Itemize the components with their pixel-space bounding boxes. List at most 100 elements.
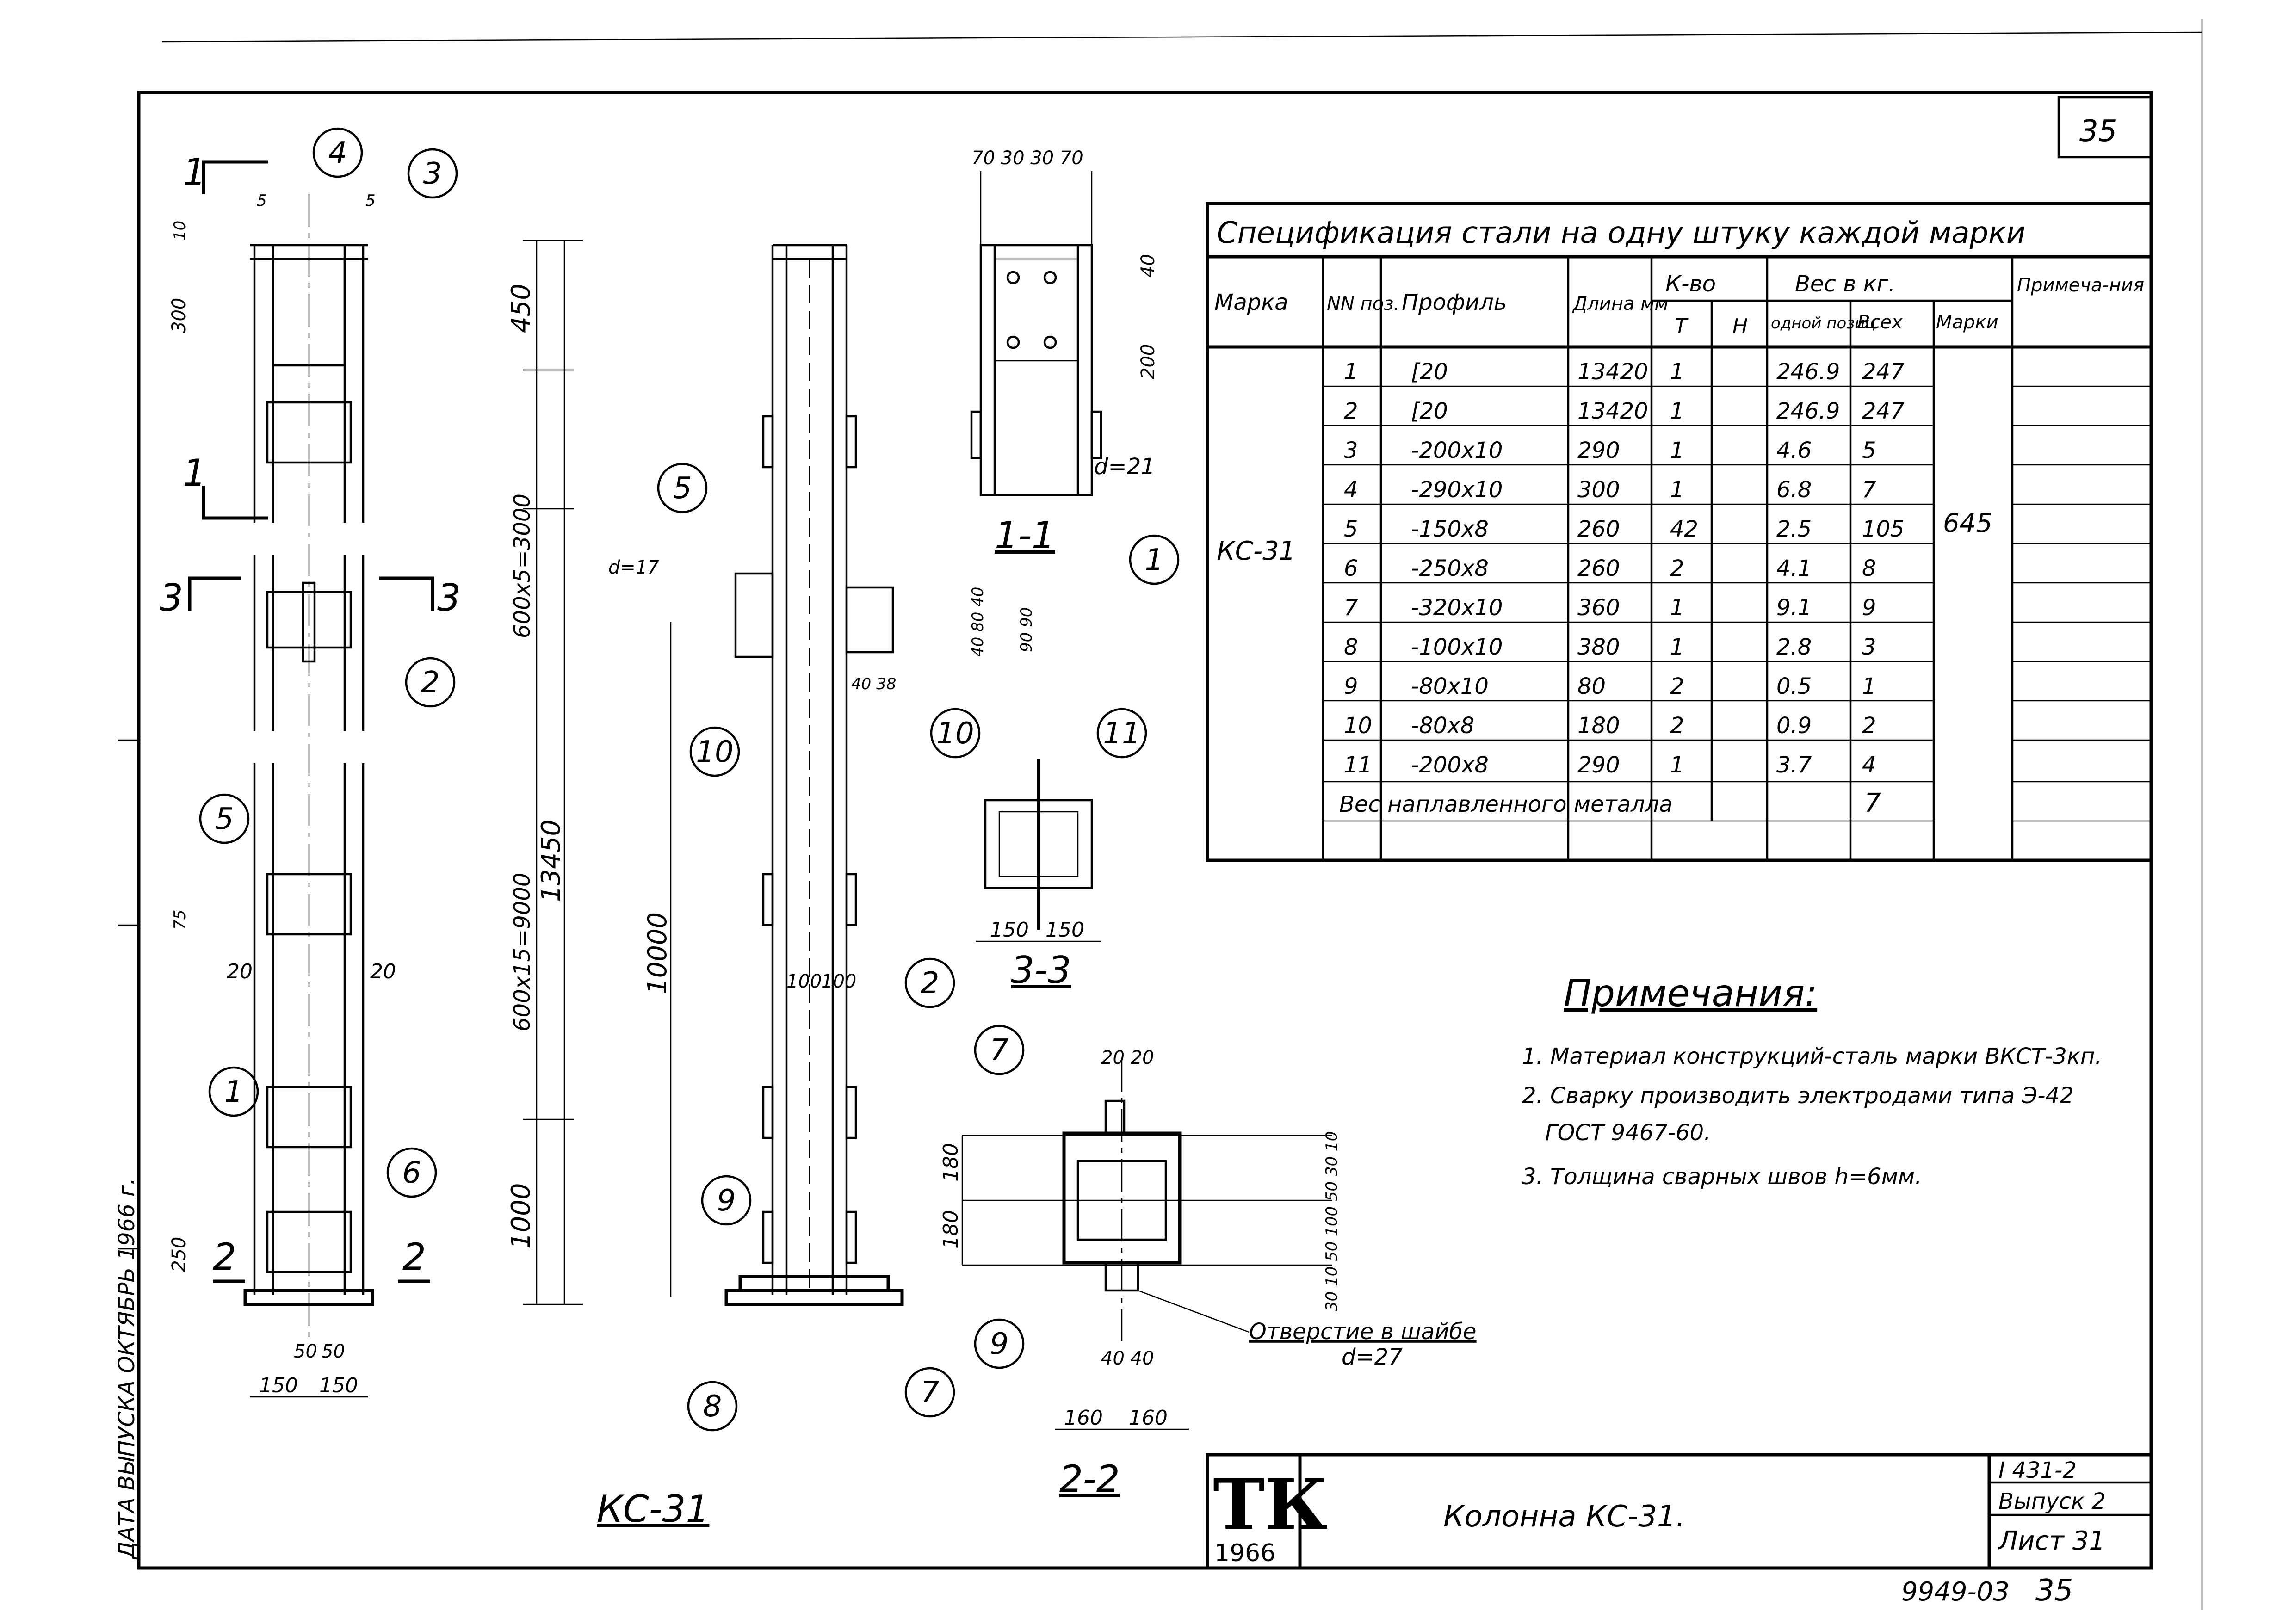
spec-cell-all: 247 xyxy=(1862,398,1905,424)
spec-cell-all: 8 xyxy=(1862,556,1876,581)
note-2b: ГОСТ 9467-60. xyxy=(1545,1120,1711,1146)
spec-cell-qty: 2 xyxy=(1670,556,1684,581)
dim-450: 450 xyxy=(506,284,536,333)
dim-40-80-40: 40 80 40 xyxy=(969,587,987,657)
callout-label-5: 5 xyxy=(673,471,692,506)
spec-header-profile: Профиль xyxy=(1402,290,1507,315)
dim-90-90: 90 90 xyxy=(1017,607,1036,652)
spec-cell-pos: 5 xyxy=(1344,516,1358,542)
dim-160-a: 160 xyxy=(1064,1406,1103,1430)
spec-cell-pos: 8 xyxy=(1344,634,1358,660)
section-3-3-label: 3-3 xyxy=(1011,949,1071,992)
elevation-label: КС-31 xyxy=(597,1488,709,1531)
spec-cell-all: 247 xyxy=(1862,359,1905,385)
dim-top-chain: 70 30 30 70 xyxy=(971,148,1083,169)
title-year: 1966 xyxy=(1214,1539,1275,1567)
spec-cell-pos: 10 xyxy=(1344,713,1372,739)
section-1-1: 70 30 30 70 200 40 d=21 1-1 xyxy=(970,148,1159,557)
cut-mark-3-left: 3 xyxy=(160,576,183,619)
spec-cell-all: 2 xyxy=(1862,713,1876,739)
dim-75: 75 xyxy=(171,910,189,930)
dim-180-a: 180 xyxy=(939,1143,963,1182)
callout-circle-8 xyxy=(687,1381,738,1432)
note-2: 2. Сварку производить электродами типа Э… xyxy=(1522,1083,2074,1109)
spec-cell-one: 2.5 xyxy=(1776,516,1812,542)
spec-cell-profile: -100x10 xyxy=(1411,634,1503,660)
sheet-number-box: 35 xyxy=(2057,96,2153,159)
dim-150-a: 150 xyxy=(259,1374,298,1397)
callout-circle-4 xyxy=(312,127,363,178)
spec-cell-one: 6.8 xyxy=(1776,477,1812,503)
spec-cell-pos: 3 xyxy=(1344,438,1358,463)
spec-cell-length: 260 xyxy=(1577,516,1620,542)
callout-circle-1 xyxy=(1129,534,1180,585)
spec-cell-qty: 1 xyxy=(1670,359,1684,385)
dim-200: 200 xyxy=(1138,344,1159,379)
spec-cell-qty: 1 xyxy=(1670,398,1684,424)
spec-cell-qty: 42 xyxy=(1670,516,1698,542)
spec-cell-one: 2.8 xyxy=(1776,634,1812,660)
dim-150-d: 150 xyxy=(1045,918,1084,942)
callout-circle-10 xyxy=(689,726,740,777)
dim-250: 250 xyxy=(168,1237,190,1272)
column-elevation-middle: 10000 100 100 d=17 40 38 40 80 40 90 90 xyxy=(608,244,1036,1306)
dim-20-b: 20 xyxy=(370,960,396,983)
spec-header-mark: Марка xyxy=(1214,290,1288,315)
spec-cell-all: 5 xyxy=(1862,438,1876,463)
cut-mark-2-right: 2 xyxy=(402,1235,426,1278)
spec-header-weight: Вес в кг. xyxy=(1795,271,1895,297)
spec-cell-profile: [20 xyxy=(1411,359,1448,385)
spec-cell-profile: -80x10 xyxy=(1411,673,1489,699)
callout-circle-3 xyxy=(407,148,458,199)
dim-100-a: 100 xyxy=(786,971,822,992)
spec-cell-pos: 1 xyxy=(1344,359,1358,385)
spec-header-weight-one: одной позиц. xyxy=(1771,314,1881,333)
callout-circle-9 xyxy=(974,1318,1025,1369)
dim-1000: 1000 xyxy=(506,1183,536,1249)
dim-150-c: 150 xyxy=(990,918,1029,942)
title-logo: ТК xyxy=(1213,1464,1328,1545)
dim-20-a: 20 xyxy=(227,960,253,983)
spec-header-weight-mark: Марки xyxy=(1936,312,1998,333)
callout-circle-2 xyxy=(904,957,955,1008)
spec-cell-length: 360 xyxy=(1577,595,1620,621)
spec-header-length: Длина мм xyxy=(1572,293,1669,315)
callout-label-7: 7 xyxy=(921,1376,940,1410)
spec-cell-one: 246.9 xyxy=(1776,398,1840,424)
spec-cell-profile: [20 xyxy=(1411,398,1448,424)
spec-cell-all: 3 xyxy=(1862,634,1876,660)
spec-cell-one: 9.1 xyxy=(1776,595,1812,621)
spec-mark-weight: 645 xyxy=(1943,508,1992,538)
dim-100-b: 100 xyxy=(821,971,856,992)
callout-circle-2 xyxy=(405,657,456,708)
spec-header-qty-n: Н xyxy=(1732,315,1748,338)
spec-cell-qty: 1 xyxy=(1670,752,1684,778)
section-2-2-label: 2-2 xyxy=(1059,1457,1120,1501)
callout-label-4: 4 xyxy=(328,136,347,170)
issue-date-note: ДАТА ВЫПУСКА ОКТЯБРЬ 1966 г. xyxy=(114,1178,140,1560)
spec-cell-length: 380 xyxy=(1577,634,1620,660)
callout-circle-9 xyxy=(701,1175,752,1226)
spec-cell-length: 260 xyxy=(1577,556,1620,581)
spec-cell-profile: -250x8 xyxy=(1411,556,1489,581)
spec-cell-length: 13420 xyxy=(1577,359,1648,385)
title-name: Колонна КС-31. xyxy=(1443,1500,1685,1534)
callout-label-10: 10 xyxy=(696,735,733,769)
callout-circle-5 xyxy=(657,463,708,513)
callout-circle-6 xyxy=(386,1147,437,1198)
spec-cell-pos: 7 xyxy=(1344,595,1358,621)
callout-circle-7 xyxy=(904,1367,955,1418)
spec-cell-pos: 9 xyxy=(1344,673,1358,699)
dim-180-b: 180 xyxy=(939,1210,963,1249)
spec-cell-one: 3.7 xyxy=(1776,752,1812,778)
spec-header-pos: NN поз. xyxy=(1327,293,1399,315)
spec-cell-all: 4 xyxy=(1862,752,1876,778)
dim-150-b: 150 xyxy=(319,1374,358,1397)
callout-label-9: 9 xyxy=(990,1327,1009,1361)
spec-cell-qty: 2 xyxy=(1670,713,1684,739)
spec-cell-profile: -290x10 xyxy=(1411,477,1503,503)
dim-40-38: 40 38 xyxy=(851,675,896,693)
spec-cell-all: 9 xyxy=(1862,595,1876,621)
spec-cell-pos: 4 xyxy=(1344,477,1358,503)
